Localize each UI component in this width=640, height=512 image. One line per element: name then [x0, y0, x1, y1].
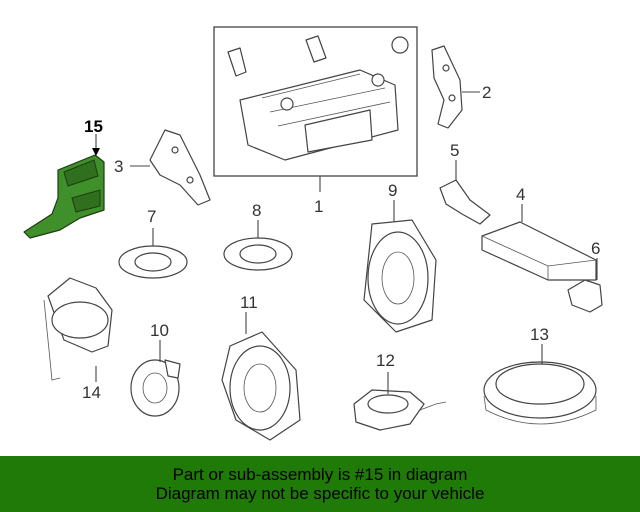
part-13-speaker[interactable]	[483, 361, 597, 425]
part-3-bracket[interactable]	[149, 129, 211, 206]
callout-4: 4	[516, 185, 525, 204]
part-14-speaker[interactable]	[43, 277, 113, 381]
callout-12: 12	[376, 351, 395, 370]
callout-3: 3	[114, 157, 123, 176]
part-8-speaker[interactable]	[223, 237, 293, 271]
callout-10: 10	[150, 321, 169, 340]
part-9-speaker[interactable]	[363, 219, 437, 333]
callout-9: 9	[388, 181, 397, 200]
info-banner: Part or sub-assembly is #15 in diagram D…	[0, 456, 640, 512]
part-15-bracket-highlighted[interactable]	[23, 154, 105, 239]
part-4-amplifier[interactable]	[481, 221, 597, 281]
callout-11: 11	[240, 293, 258, 312]
callout-6: 6	[591, 239, 600, 258]
part-10-speaker[interactable]	[130, 359, 181, 417]
part-1-radio-assembly[interactable]	[213, 26, 418, 177]
callout-1: 1	[314, 197, 323, 216]
banner-line-2: Diagram may not be specific to your vehi…	[155, 484, 485, 503]
callout-8: 8	[252, 201, 261, 220]
part-6-bracket[interactable]	[567, 279, 603, 313]
part-5-bracket[interactable]	[439, 179, 491, 225]
callout-7: 7	[147, 207, 156, 226]
callout-5: 5	[450, 141, 459, 160]
callout-2: 2	[482, 83, 491, 102]
banner-line-1: Part or sub-assembly is #15 in diagram	[172, 465, 468, 484]
part-2-bracket[interactable]	[431, 45, 463, 129]
part-7-speaker[interactable]	[118, 245, 188, 279]
callout-14: 14	[82, 383, 101, 402]
part-11-speaker[interactable]	[221, 331, 301, 441]
callout-13: 13	[530, 325, 549, 344]
part-12-speaker[interactable]	[353, 389, 447, 431]
callout-15: 15	[84, 117, 103, 136]
parts-diagram: 1 2 3 4 5 6 7 8	[23, 26, 603, 441]
